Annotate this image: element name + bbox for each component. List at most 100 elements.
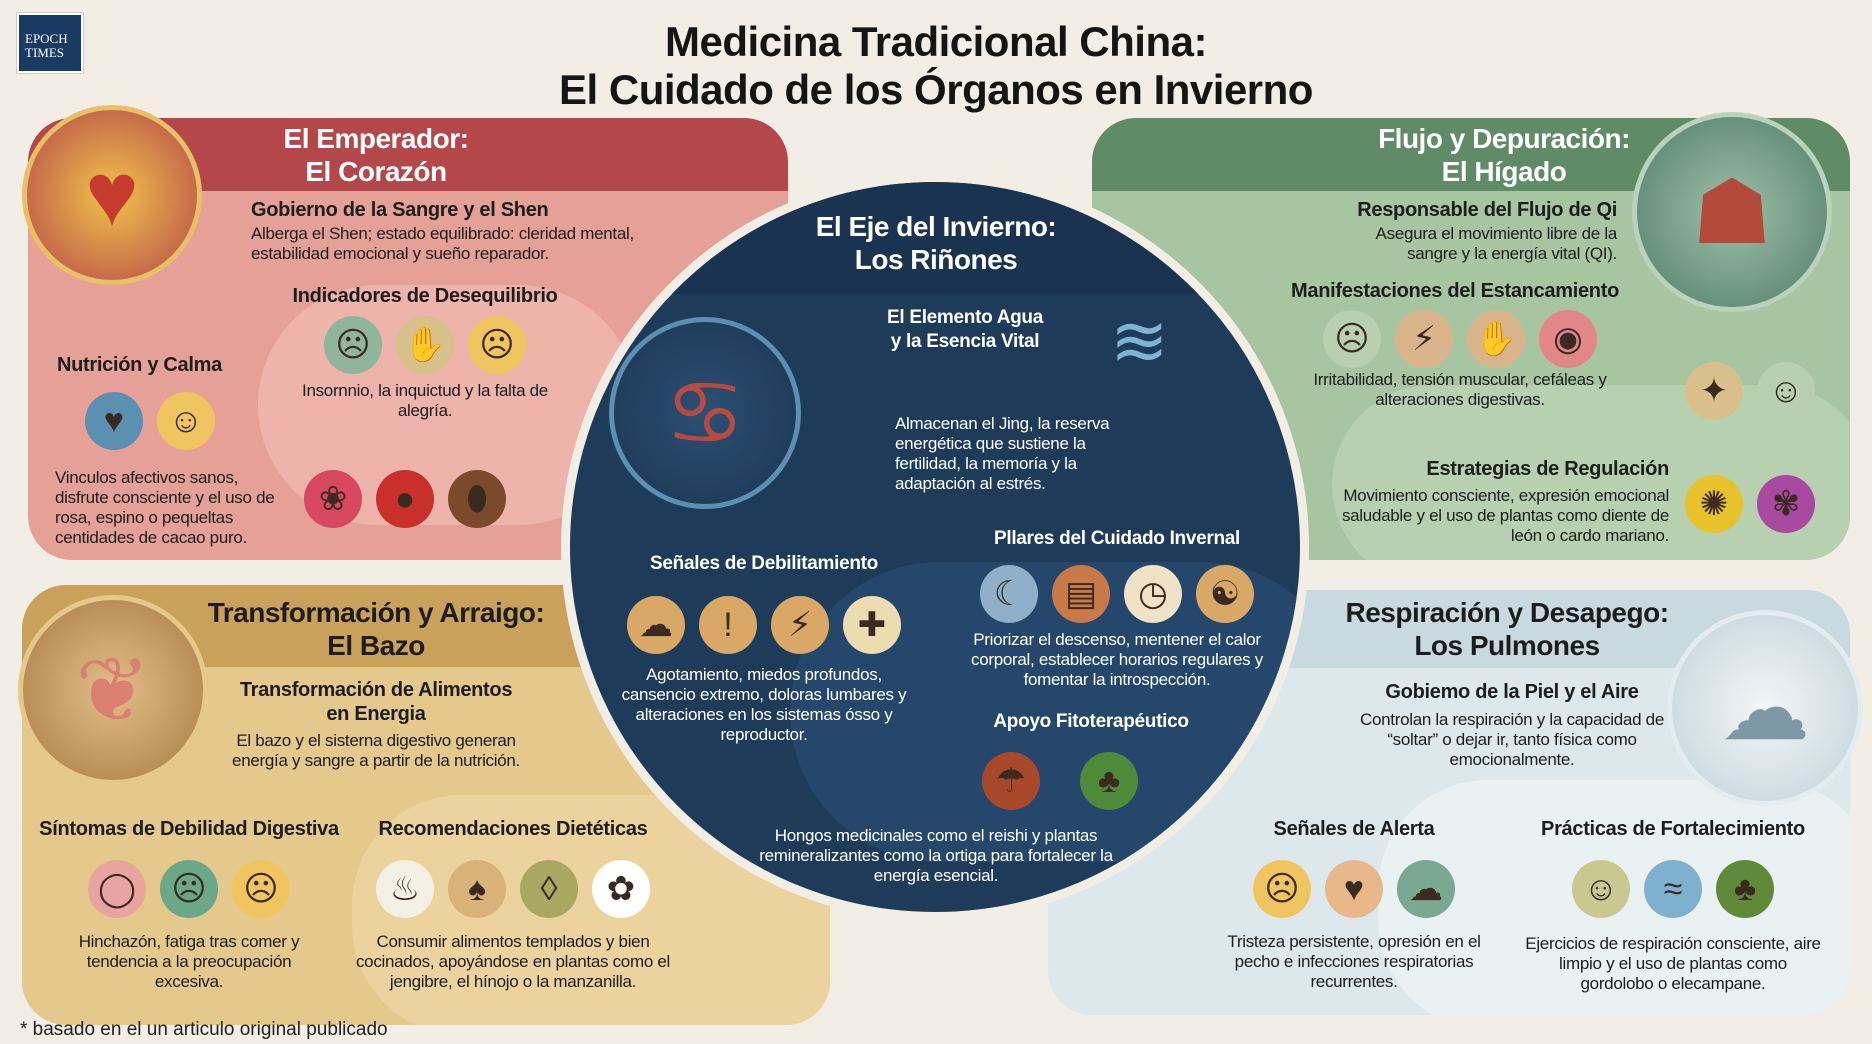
lungs-s3-title: Prácticas de Fortalecimiento	[1541, 818, 1805, 840]
icon-row: ✺✾	[1685, 475, 1815, 533]
page-title: Medicina Tradicional China:El Cuidado de…	[559, 18, 1313, 113]
sleepless-person-icon: ☹	[324, 316, 382, 374]
tired-person-icon: ☹	[160, 860, 218, 918]
wind-icon: ≈	[1644, 860, 1702, 918]
stressed-person-icon: ✋	[396, 316, 454, 374]
breathing-person-icon: ☺	[1572, 860, 1630, 918]
kidneys-s1-text: Almacenan el Jing, la reserva energética…	[895, 414, 1110, 493]
icon-row: ☺≈♣	[1572, 860, 1774, 918]
water-wave-icon: ≋	[1110, 302, 1169, 380]
kidneys-s2-title: Señales de Debilitamiento	[650, 553, 878, 574]
kidneys-s3-text: Priorizar el descenso, mentener el calor…	[971, 630, 1263, 689]
kidneys-s2-text: Agotamiento, miedos profundos, cansencio…	[621, 665, 907, 744]
hawthorn-berries-icon: ●	[376, 470, 434, 528]
lungs-s1-title: Gobiemo de la Piel y el Aire	[1385, 681, 1639, 703]
dandelion-icon: ✺	[1685, 475, 1743, 533]
heart-s2-text: Insornnio, la inquictud y la falta de al…	[302, 381, 548, 420]
icon-row: ♥☺	[85, 392, 215, 450]
headache-person-icon: ✋	[1467, 310, 1525, 368]
icon-row: ☂♣	[982, 752, 1138, 810]
liver-s2-title: Manifestaciones del Estancamiento	[1291, 280, 1619, 302]
liver-body-icon: ☗	[1632, 112, 1832, 312]
bloated-belly-icon: ◯	[88, 860, 146, 918]
laughing-face-icon: ☺	[1757, 362, 1815, 420]
icon-row: ◯☹☹	[88, 860, 290, 918]
joint-icon: ✚	[843, 596, 901, 654]
spleen-s2-text: Hinchazón, fatiga tras comer y tendencia…	[78, 932, 300, 991]
angry-face-icon: ☹	[1323, 310, 1381, 368]
bed-sleep-icon: ☾	[980, 565, 1038, 623]
digestive-system-icon: ❦	[18, 595, 208, 785]
icon-row: ☾▤◷☯	[980, 565, 1254, 623]
meditation-icon: ☯	[1196, 565, 1254, 623]
kidneys-title: El Eje del Invierno:Los Riñones	[815, 211, 1057, 275]
heart-s1-text: Alberga el Shen; estado equilibrado: cle…	[251, 224, 634, 263]
kidneys-panel	[561, 173, 1309, 921]
clock-icon: ◷	[1124, 565, 1182, 623]
icon-row: ☁!⚡✚	[627, 596, 901, 654]
lungs-icon: ☁	[1667, 610, 1863, 806]
liver-s1-text: Asegura el movimiento libre de la sangre…	[1375, 224, 1618, 263]
coughing-person-icon: ☁	[1397, 860, 1455, 918]
ginger-icon: ♠	[448, 860, 506, 918]
heart-s1-title: Gobierno de la Sangre y el Shen	[251, 199, 549, 221]
spleen-s3-title: Recomendaciones Dietéticas	[378, 818, 648, 840]
icon-row: ☹✋☹	[324, 316, 526, 374]
spleen-title: Transformación y Arraigo:El Bazo	[207, 597, 545, 661]
lungs-s1-text: Controlan la respiración y la capacidad …	[1360, 710, 1664, 769]
liver-s3-text: Movimiento consciente, expresión emocion…	[1341, 486, 1669, 545]
kidneys-icon: ♋	[609, 317, 801, 509]
heart-title: El Emperador:El Corazón	[283, 123, 469, 187]
stretching-person-icon: ✦	[1685, 362, 1743, 420]
mullein-plant-icon: ♣	[1716, 860, 1774, 918]
heart-brain-icon: ♥	[22, 105, 202, 285]
milk-thistle-icon: ✾	[1757, 475, 1815, 533]
fennel-seeds-icon: ◊	[520, 860, 578, 918]
footnote: * basado en el un articulo original publ…	[20, 1019, 388, 1040]
nettle-plant-icon: ♣	[1080, 752, 1138, 810]
hugging-couple-icon: ♥	[85, 392, 143, 450]
stomach-icon: ◉	[1539, 310, 1597, 368]
tense-person-icon: ⚡	[1395, 310, 1453, 368]
blanket-icon: ▤	[1052, 565, 1110, 623]
kidneys-s3-title: Pllares del Cuidado Invernal	[993, 528, 1241, 549]
cacao-pod-icon: ⬮	[448, 470, 506, 528]
liver-s1-title: Responsable del Flujo de Qi	[1357, 199, 1617, 221]
smile-face-icon: ☺	[157, 392, 215, 450]
kidneys-s4-text: Hongos medicinales como el reishi y plan…	[759, 826, 1113, 885]
lungs-s2-title: Señales de Alerta	[1273, 818, 1435, 840]
heart-s3-title: Nutrición y Calma	[57, 354, 222, 376]
worried-face-icon: ☹	[232, 860, 290, 918]
sad-face-icon: ☹	[1253, 860, 1311, 918]
spleen-panel	[22, 585, 830, 1025]
kidneys-s4-title: Apoyo Fitoterapéutico	[993, 711, 1189, 732]
rose-petals-icon: ❀	[304, 470, 362, 528]
heart-s3-text: Vinculos afectivos sanos, disfrute consc…	[55, 468, 275, 547]
fearful-person-icon: !	[699, 596, 757, 654]
soup-bowl-icon: ♨	[376, 860, 434, 918]
chest-tightness-icon: ♥	[1325, 860, 1383, 918]
heart-s2-title: Indicadores de Desequilibrio	[292, 285, 558, 307]
icon-row: ☹⚡✋◉	[1323, 310, 1597, 368]
icon-row: ❀●⬮	[304, 470, 506, 528]
icon-row: ✦☺	[1685, 362, 1815, 420]
exhausted-person-icon: ☁	[627, 596, 685, 654]
lungs-title: Respiración y Desapego:Los Pulmones	[1345, 597, 1669, 661]
liver-title: Flujo y Depuración:El Hígado	[1378, 123, 1630, 187]
spleen-s1-text: El bazo y el sisterna digestivo generan …	[232, 731, 520, 770]
spleen-s3-text: Consumir alimentos templados y bien coci…	[355, 932, 671, 991]
spleen-s2-title: Síntomas de Debilidad Digestiva	[39, 818, 339, 840]
icon-row: ♨♠◊✿	[376, 860, 650, 918]
back-pain-icon: ⚡	[771, 596, 829, 654]
liver-s2-text: Irritabilidad, tensión muscular, cefálea…	[1313, 370, 1607, 409]
sad-face-icon: ☹	[468, 316, 526, 374]
liver-s3-title: Estrategias de Regulación	[1426, 458, 1669, 480]
chamomile-icon: ✿	[592, 860, 650, 918]
lungs-s2-text: Tristeza persistente, opresión en el pec…	[1227, 932, 1481, 991]
lungs-s3-text: Ejercicios de respiración consciente, ai…	[1525, 934, 1821, 993]
icon-row: ☹♥☁	[1253, 860, 1455, 918]
reishi-mushroom-icon: ☂	[982, 752, 1040, 810]
